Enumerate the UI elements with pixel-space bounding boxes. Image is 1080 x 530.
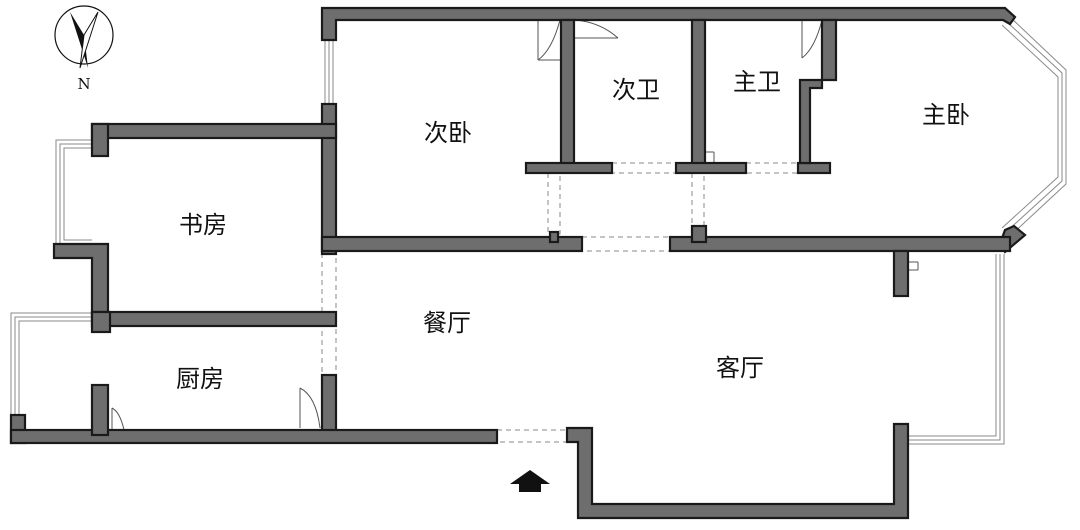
opening-master-bathroom [745,162,799,174]
compass: N [54,5,114,93]
wall-top [320,6,1017,42]
openings [321,162,799,443]
opening-dining-west [321,253,337,315]
label-study: 书房 [179,211,227,239]
door-kitchen-left [111,407,125,431]
door-second-bathroom [574,19,619,39]
wall-bath-front-3 [796,161,832,175]
label-dining-room: 餐厅 [423,309,471,337]
entrance-arrow-icon [510,470,550,492]
opening-second-bathroom [611,162,677,174]
label-second-bedroom: 次卧 [424,119,472,147]
wall-study-kitchen [90,310,338,328]
label-master-bathroom: 主卫 [733,68,781,96]
label-master-bedroom: 主卧 [922,101,970,129]
wall-study-nw [90,122,110,158]
wall-bath-front-1 [524,161,614,175]
opening-entrance [496,429,568,443]
wall-study-sw [52,242,110,316]
label-second-bathroom: 次卫 [612,76,660,104]
compass-needle-light [79,11,99,69]
compass-north-label: N [77,75,90,93]
door-swings [111,19,919,431]
opening-second-bedroom [547,169,561,235]
opening-dining-kitchen [321,324,337,376]
door-master-bathroom [801,19,823,59]
window-living-room [908,254,1005,445]
wall-bedroom-hall-west [320,235,584,253]
wall-hall-stub-1 [548,230,560,244]
wall-bath-1 [559,18,576,172]
room-labels: 次卧 次卫 主卫 主卧 书房 餐厅 厨房 客厅 [176,68,970,393]
wall-kitchen-stub [90,383,110,437]
wall-bath-front-2 [674,161,748,175]
wall-bedroom-hall-east [668,235,1012,253]
wall-second-bedroom-west [320,102,338,256]
door-kitchen-right [299,387,321,429]
wall-bath-2 [690,18,707,172]
windows [10,16,1067,445]
wall-study-top [90,122,338,140]
wall-kitchen-east [320,373,338,437]
label-living-room: 客厅 [716,354,764,382]
label-kitchen: 厨房 [176,365,224,393]
opening-hall [581,236,671,252]
wall-study-kitchen-stub [90,310,112,334]
wall-master-bath [798,18,838,165]
walls [9,6,1027,520]
window-study [55,139,92,249]
compass-ring [54,5,114,65]
wall-living-bay [565,422,910,520]
wall-kitchen-bottom [9,428,499,445]
wall-hall-stub-2 [690,224,708,244]
window-second-bedroom [324,40,334,108]
opening-master-bedroom [691,169,705,235]
door-second-bedroom [537,19,561,61]
window-master-bedroom-bay [1001,16,1067,237]
wall-living-column [892,249,910,298]
window-kitchen [10,312,92,420]
